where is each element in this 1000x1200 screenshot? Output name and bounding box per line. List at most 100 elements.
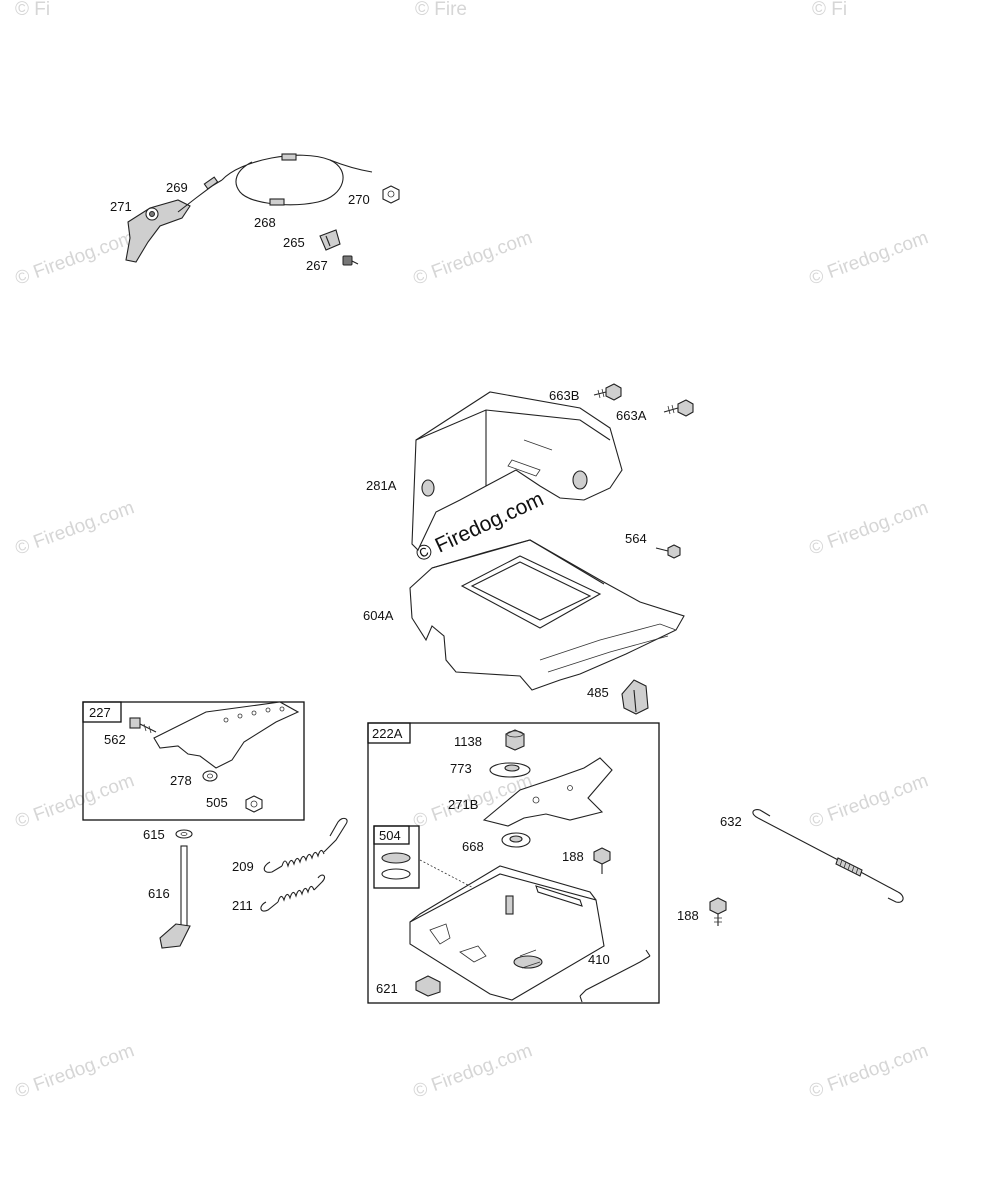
bolt-188-head bbox=[593, 847, 611, 865]
governor-kit-227 bbox=[82, 701, 305, 821]
callout-632: 632 bbox=[720, 814, 742, 829]
clip-485-edge bbox=[633, 689, 637, 713]
callout-222A: 222A bbox=[372, 726, 403, 741]
callout-268: 268 bbox=[254, 215, 276, 230]
lever-hole bbox=[265, 707, 271, 713]
kit-504-washer bbox=[381, 868, 411, 880]
kit-504-leader bbox=[419, 859, 509, 907]
bolt-663B bbox=[593, 383, 622, 401]
shroud-group bbox=[409, 539, 685, 715]
shaft-616 bbox=[180, 845, 188, 927]
lever-hole bbox=[251, 710, 257, 716]
watermark: © Firedog.com bbox=[411, 1040, 536, 1102]
cable-268-tail bbox=[329, 159, 373, 173]
callouts: 271 269 268 270 265 267 663B 663A 281A 5… bbox=[89, 180, 742, 996]
control-bracket-271B bbox=[482, 757, 613, 827]
watermark: © Firedog.com bbox=[807, 497, 932, 559]
shroud-lower-panel bbox=[539, 623, 677, 661]
callout-504: 504 bbox=[379, 828, 401, 843]
link-rod-410 bbox=[579, 955, 651, 997]
bolt-663B-shank bbox=[593, 391, 607, 396]
kit-227-frame bbox=[82, 701, 305, 821]
callout-663B: 663B bbox=[549, 388, 579, 403]
nut-1138 bbox=[505, 729, 525, 751]
rod-632-group bbox=[709, 809, 904, 926]
housing-ridge bbox=[415, 409, 611, 441]
watermark: © Firedog.com bbox=[807, 1040, 932, 1102]
control-pivot-center bbox=[149, 211, 155, 217]
callout-663A: 663A bbox=[616, 408, 647, 423]
nut-hole bbox=[387, 190, 395, 198]
watermark: © Firedog.com bbox=[411, 227, 536, 289]
callout-270: 270 bbox=[348, 192, 370, 207]
bracket-hole bbox=[567, 785, 573, 791]
bolt-663A-head bbox=[677, 399, 694, 417]
spring-209 bbox=[263, 817, 348, 873]
shroud-lower-panel bbox=[547, 635, 669, 673]
callout-562: 562 bbox=[104, 732, 126, 747]
screw-267-shank bbox=[351, 260, 359, 265]
rod-632-hook bbox=[752, 809, 771, 819]
lever-hole bbox=[223, 717, 229, 723]
shroud-recess-inner bbox=[470, 561, 592, 621]
nut-270 bbox=[382, 185, 400, 204]
callout-227: 227 bbox=[89, 705, 111, 720]
base-plate-flange bbox=[409, 865, 597, 923]
bolt-663A-thread bbox=[667, 404, 675, 415]
washer-278 bbox=[202, 770, 218, 782]
callout-621: 621 bbox=[376, 981, 398, 996]
link-rod-410-end bbox=[579, 949, 651, 1003]
shaft-616-paddle bbox=[159, 923, 191, 949]
callout-1138: 1138 bbox=[454, 734, 482, 749]
kit-222A-frame bbox=[367, 722, 660, 1004]
governor-shaft-group bbox=[159, 829, 193, 949]
callout-265: 265 bbox=[283, 235, 305, 250]
spring-211-coil bbox=[277, 885, 315, 903]
callout-271: 271 bbox=[110, 199, 132, 214]
callout-271B: 271B bbox=[448, 797, 478, 812]
blower-housing-group bbox=[411, 383, 694, 559]
bolt-564 bbox=[655, 544, 681, 559]
lever-hole bbox=[237, 713, 243, 719]
callout-188b: 188 bbox=[677, 908, 699, 923]
bolt-562-thread bbox=[143, 723, 152, 734]
watermark: © Firedog.com bbox=[13, 227, 138, 289]
bolt-663B-thread bbox=[597, 388, 605, 399]
shroud-top-edge bbox=[431, 539, 605, 585]
housing-vent bbox=[523, 439, 553, 451]
control-kit-222A bbox=[367, 722, 660, 1004]
rod-632 bbox=[757, 817, 899, 893]
callout-668: 668 bbox=[462, 839, 484, 854]
callout-281A: 281A bbox=[366, 478, 397, 493]
cable-assembly bbox=[125, 153, 400, 266]
nut-505-hole bbox=[250, 800, 258, 808]
washer-773-hub bbox=[504, 764, 520, 772]
kit-222A-label-box bbox=[367, 722, 411, 744]
spring-209-tail bbox=[323, 817, 348, 853]
base-plate-rib bbox=[519, 949, 541, 969]
spring-209-hook bbox=[263, 861, 283, 873]
spring-209-coil bbox=[281, 849, 325, 868]
control-base-plate bbox=[409, 873, 605, 1001]
kit-504-label-box bbox=[373, 825, 410, 845]
washer-615 bbox=[175, 829, 193, 839]
watermark: © Fi bbox=[812, 0, 847, 20]
governor-lever bbox=[153, 701, 300, 769]
watermark: © Firedog.com bbox=[13, 497, 138, 559]
screw-267-head bbox=[342, 255, 353, 266]
callout-269: 269 bbox=[166, 180, 188, 195]
cable-clip-265 bbox=[319, 229, 341, 251]
watermark: © Fire bbox=[415, 0, 467, 20]
housing-vent bbox=[507, 459, 541, 477]
bolt-663A bbox=[663, 399, 694, 417]
rod-632-spring-coils bbox=[839, 859, 859, 875]
base-plate-cutout bbox=[429, 923, 451, 945]
callout-773: 773 bbox=[450, 761, 472, 776]
spring-211 bbox=[260, 874, 326, 912]
callout-616: 616 bbox=[148, 886, 170, 901]
callout-564: 564 bbox=[625, 531, 647, 546]
bolt-188b-thread bbox=[714, 917, 722, 923]
callout-505: 505 bbox=[206, 795, 228, 810]
bolt-663B-head bbox=[605, 383, 622, 401]
cable-ferrule bbox=[203, 176, 219, 190]
